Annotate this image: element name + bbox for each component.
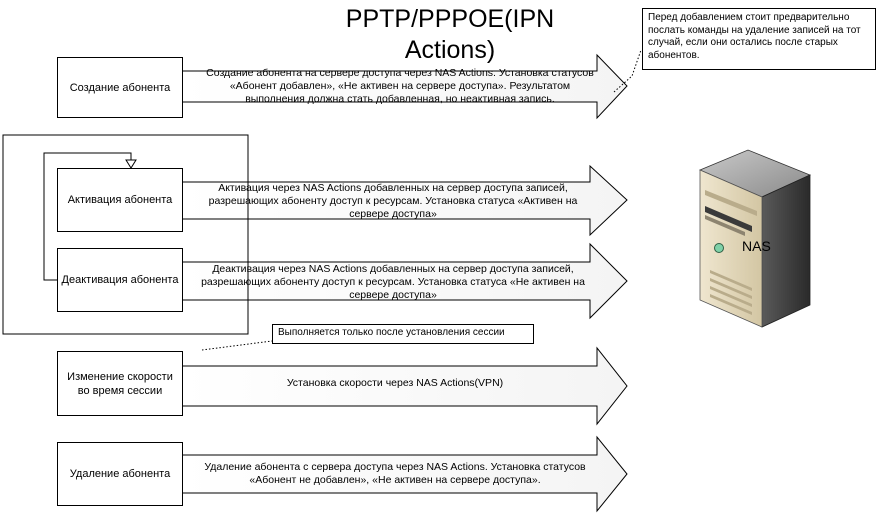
- arrow-delete: [181, 435, 628, 513]
- note-top: Перед добавлением стоит предварительно п…: [642, 8, 876, 70]
- diagram-title: PPTP/PPPOE(IPN Actions): [345, 5, 555, 64]
- step-activate-description: Активация через NAS Actions добавленных …: [208, 182, 578, 220]
- note-session: Выполняется только после установления се…: [272, 324, 534, 344]
- step-create-box: Создание абонента: [57, 57, 183, 118]
- step-activate-box: Активация абонента: [57, 168, 183, 232]
- loop-frame: [2, 134, 249, 335]
- step-deactivate-box: Деактивация абонента: [57, 248, 183, 312]
- step-delete-box: Удаление абонента: [57, 442, 183, 506]
- note-session-leader: [201, 340, 273, 351]
- loop-arrowhead: [125, 159, 137, 169]
- step-deactivate-description: Деактивация через NAS Actions добавленны…: [201, 263, 585, 301]
- note-top-leader: [613, 49, 642, 93]
- server-label: NAS: [742, 238, 771, 254]
- step-delete-description: Удаление абонента с сервера доступа чере…: [204, 461, 586, 486]
- step-create-description: Создание абонента на сервере доступа чер…: [206, 67, 594, 105]
- step-speed-box: Изменение скорости во время сессии: [57, 351, 183, 416]
- arrow-activate: [181, 164, 628, 237]
- arrow-create: [181, 53, 628, 120]
- loop-connector: [43, 152, 132, 281]
- arrow-deactivate: [181, 242, 628, 320]
- server-icon: [698, 149, 812, 328]
- step-speed-description: Установка скорости через NAS Actions(VPN…: [286, 377, 504, 389]
- arrow-speed: [181, 346, 628, 426]
